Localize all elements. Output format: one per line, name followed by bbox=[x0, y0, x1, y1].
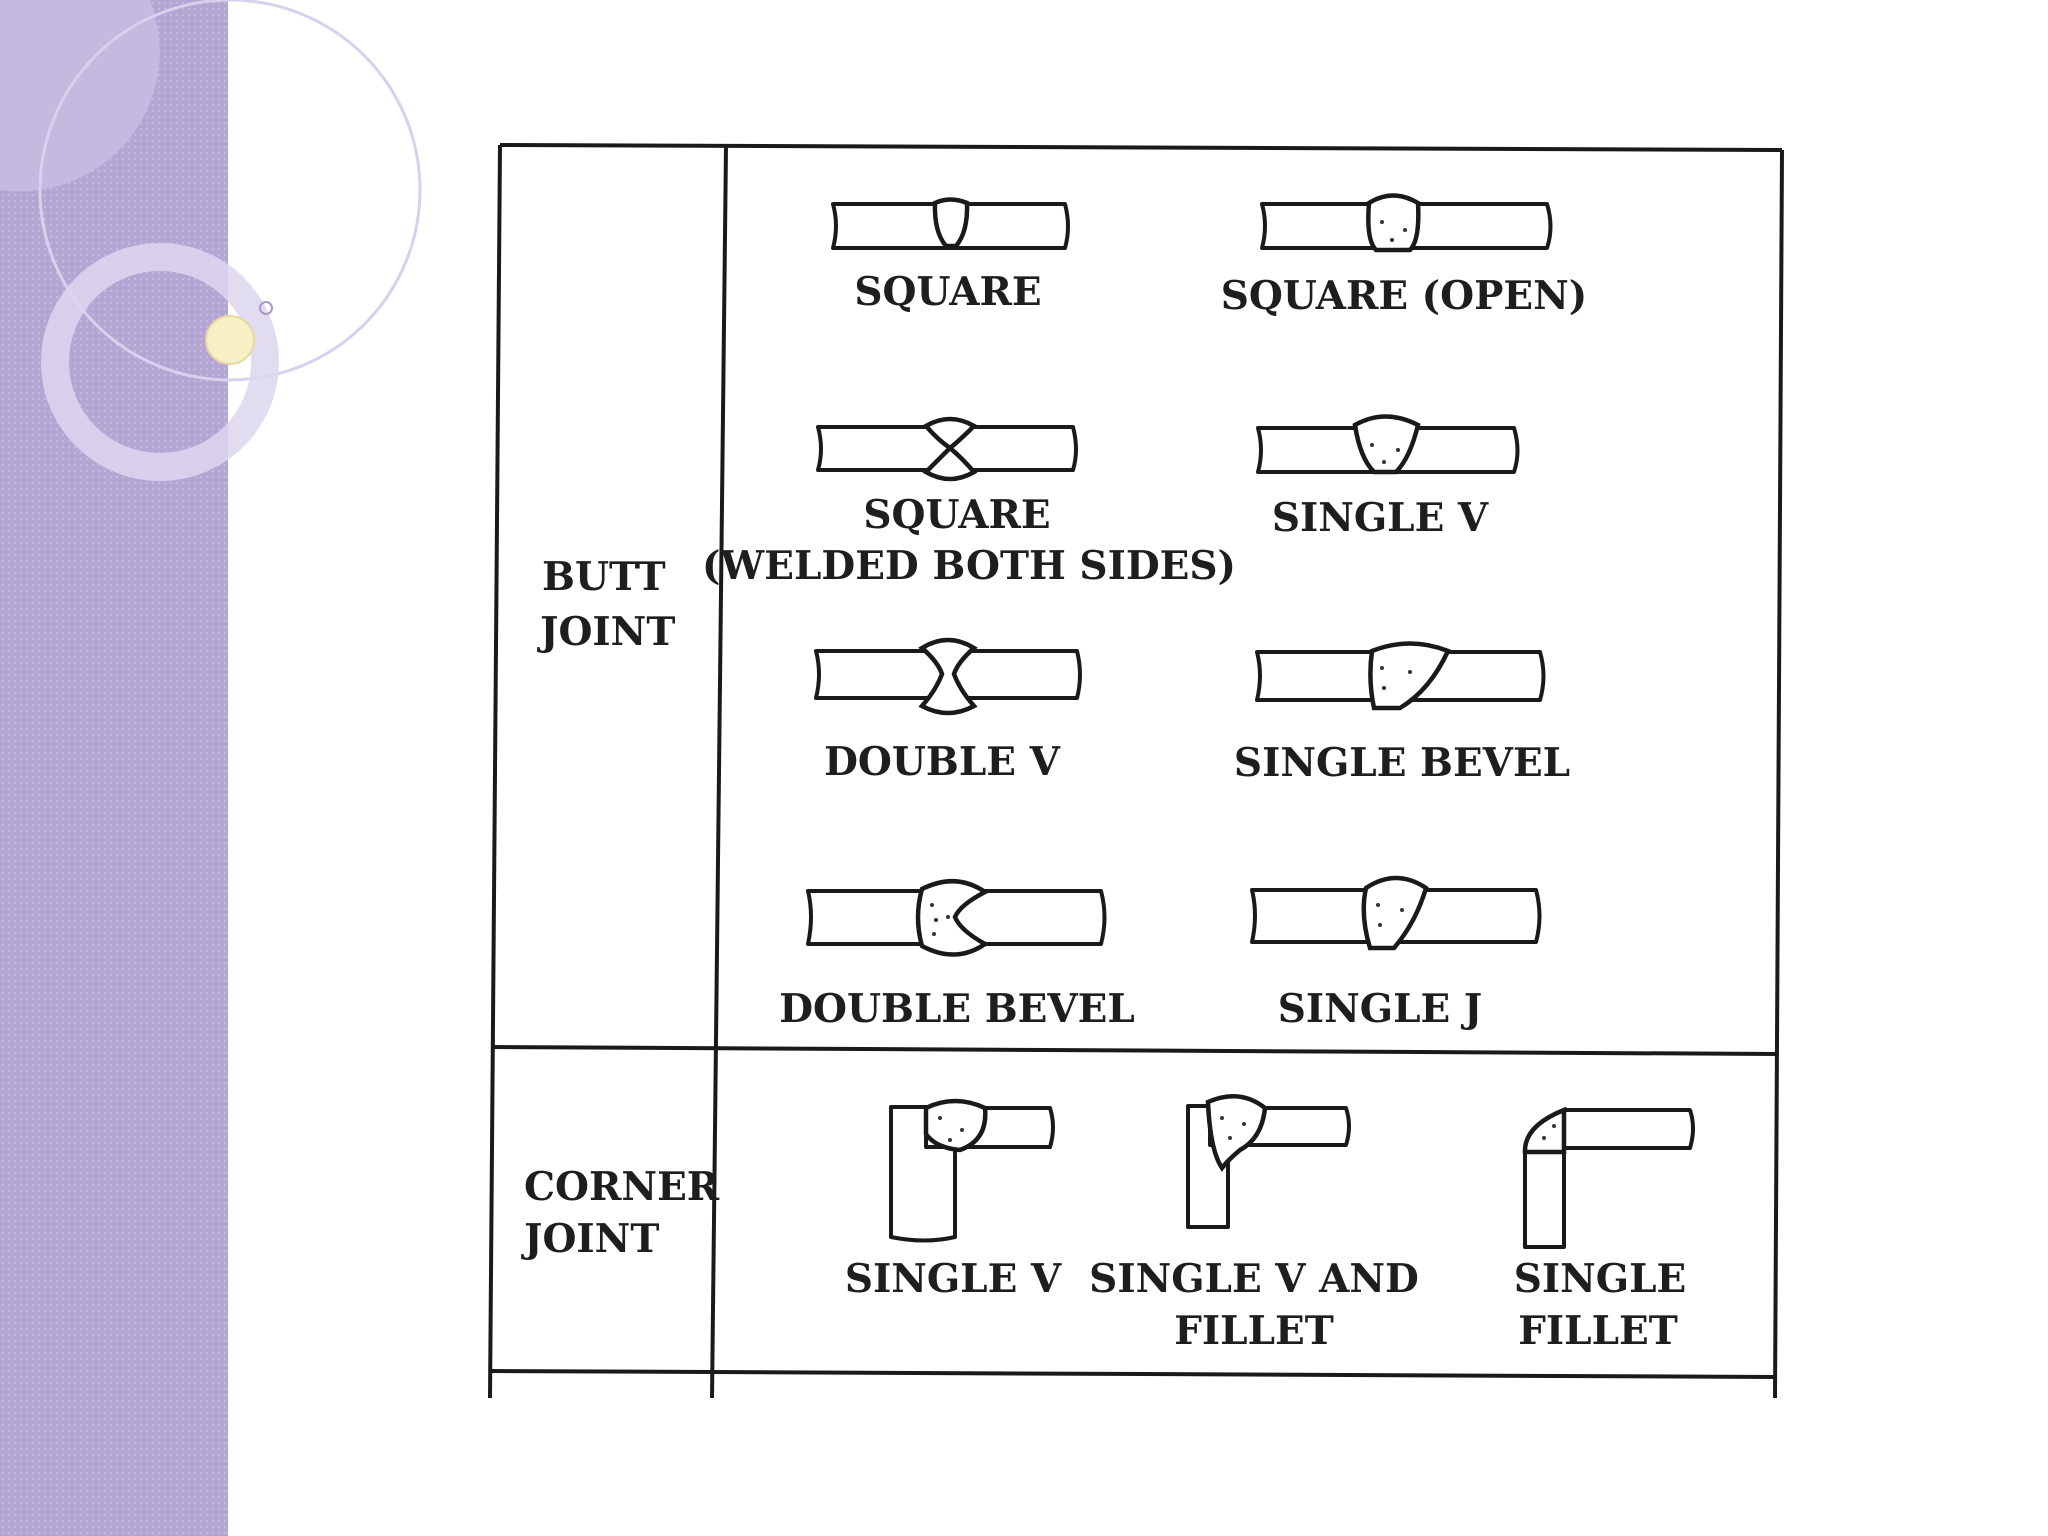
label-corner-single-fillet-2: FILLET bbox=[1518, 1308, 1678, 1354]
label-single-j: SINGLE J bbox=[1278, 986, 1483, 1032]
label-double-v: DOUBLE V bbox=[824, 739, 1060, 785]
label-double-bevel: DOUBLE BEVEL bbox=[779, 986, 1135, 1032]
joint-icon-single-v bbox=[1256, 414, 1520, 475]
joint-icon-double-v bbox=[814, 637, 1082, 716]
joint-icon-square-both-sides bbox=[816, 416, 1078, 482]
label-corner-single-v-fillet-2: FILLET bbox=[1174, 1308, 1334, 1354]
label-corner-single-fillet-1: SINGLE bbox=[1514, 1256, 1687, 1302]
joint-icon-square bbox=[831, 197, 1070, 250]
joint-icon-corner-single-v-fillet bbox=[1186, 1094, 1351, 1229]
label-square-open: SQUARE (OPEN) bbox=[1221, 273, 1588, 319]
row-label-butt-1: BUTT bbox=[542, 554, 666, 600]
row-label-corner-2: JOINT bbox=[521, 1216, 659, 1262]
joint-icon-single-j bbox=[1250, 875, 1542, 951]
joint-icon-double-bevel bbox=[806, 878, 1107, 957]
label-single-v: SINGLE V bbox=[1272, 495, 1489, 541]
row-label-butt-2: JOINT bbox=[537, 609, 675, 655]
label-square-both-2: (WELDED BOTH SIDES) bbox=[702, 543, 1236, 589]
row-label-corner-1: CORNER bbox=[524, 1164, 720, 1210]
table-grid bbox=[488, 143, 1784, 1399]
label-corner-single-v-fillet-1: SINGLE V AND bbox=[1089, 1256, 1419, 1302]
joint-icon-corner-single-fillet bbox=[1522, 1106, 1695, 1249]
sidebar-ornament bbox=[0, 0, 422, 481]
label-square-both-1: SQUARE bbox=[863, 492, 1050, 538]
label-corner-single-v: SINGLE V bbox=[845, 1256, 1062, 1302]
label-square: SQUARE bbox=[854, 269, 1041, 315]
joint-icon-square-open bbox=[1260, 193, 1553, 253]
label-single-bevel: SINGLE BEVEL bbox=[1234, 740, 1570, 786]
joint-icon-single-bevel bbox=[1255, 641, 1546, 711]
joint-icon-corner-single-v bbox=[889, 1098, 1055, 1243]
